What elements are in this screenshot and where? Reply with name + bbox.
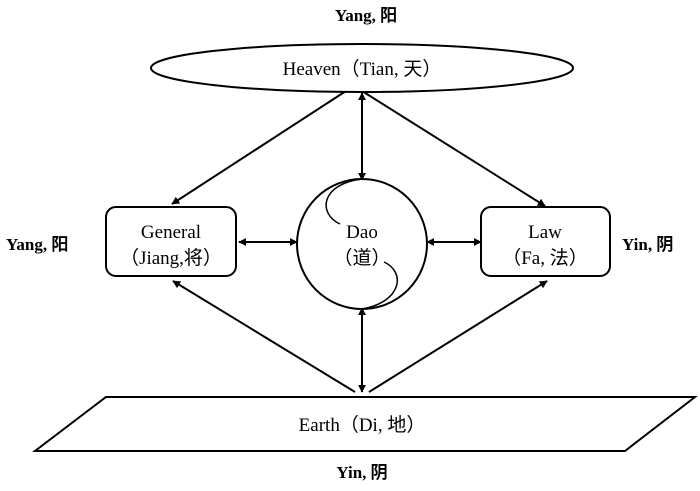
dao-node: Dao （道） [296,178,428,310]
top-yang-label: Yang, 阳 [335,6,397,25]
arrow-heaven-general [171,90,347,205]
heaven-label: Heaven（Tian, 天） [283,58,442,80]
left-yang-label: Yang, 阳 [6,235,68,254]
arrow-heaven-law [361,90,546,207]
bottom-yin-label: Yin, 阴 [336,463,387,482]
earth-node: Earth（Di, 地） [32,396,698,452]
right-yin-label: Yin, 阴 [622,235,673,254]
law-label: Law [528,222,562,243]
dao-label: Dao [346,222,378,243]
law-sublabel: （Fa, 法） [502,247,588,269]
general-sublabel: （Jiang,将） [120,247,222,269]
yin-yang-curve [325,178,399,310]
general-node: General （Jiang,将） [105,206,237,277]
arrow-earth-law [368,280,548,393]
general-label: General [141,222,201,243]
arrow-earth-general [172,280,356,393]
dao-sublabel: （道） [333,247,390,269]
earth-label: Earth（Di, 地） [299,414,426,436]
law-node: Law （Fa, 法） [480,206,611,277]
connectors [171,90,548,393]
heaven-node: Heaven（Tian, 天） [150,43,574,93]
